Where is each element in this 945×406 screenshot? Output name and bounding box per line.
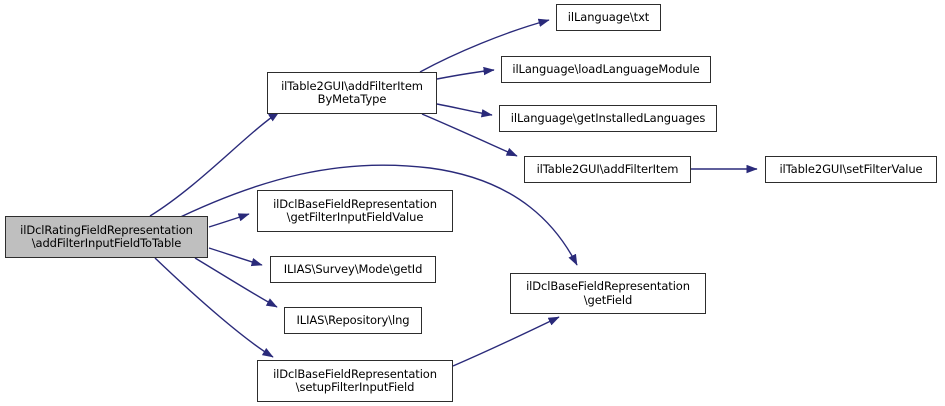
node-label-txt: ilLanguage\txt bbox=[567, 9, 650, 24]
edge-root-to-lng bbox=[194, 257, 278, 308]
edge-root-to-getFilterInputFieldValue bbox=[208, 213, 250, 228]
node-getFilterInputFieldValue[interactable]: ilDclBaseFieldRepresentation \getFilterI… bbox=[257, 190, 453, 232]
node-lng[interactable]: ILIAS\Repository\lng bbox=[284, 307, 422, 334]
node-label-getField: ilDclBaseFieldRepresentation \getField bbox=[526, 279, 690, 307]
node-label-setupFilterInputField: ilDclBaseFieldRepresentation \setupFilte… bbox=[273, 366, 437, 394]
node-getInstalledLanguages[interactable]: ilLanguage\getInstalledLanguages bbox=[499, 105, 717, 132]
node-label-getId: ILIAS\Survey\Mode\getId bbox=[283, 261, 423, 276]
edge-root-to-getId bbox=[208, 247, 263, 267]
node-label-addFilterItemByMetaType: ilTable2GUI\addFilterItem ByMetaType bbox=[281, 78, 423, 106]
node-getId[interactable]: ILIAS\Survey\Mode\getId bbox=[270, 256, 436, 283]
node-addFilterItemByMetaType[interactable]: ilTable2GUI\addFilterItem ByMetaType bbox=[267, 72, 437, 114]
node-getField[interactable]: ilDclBaseFieldRepresentation \getField bbox=[510, 273, 706, 314]
node-label-getInstalledLanguages: ilLanguage\getInstalledLanguages bbox=[510, 110, 706, 125]
node-addFilterItem[interactable]: ilTable2GUI\addFilterItem bbox=[524, 156, 691, 183]
node-setupFilterInputField[interactable]: ilDclBaseFieldRepresentation \setupFilte… bbox=[257, 360, 453, 402]
node-root[interactable]: ilDclRatingFieldRepresentation \addFilte… bbox=[5, 216, 208, 258]
node-label-root: ilDclRatingFieldRepresentation \addFilte… bbox=[20, 222, 193, 250]
node-setFilterValue[interactable]: ilTable2GUI\setFilterValue bbox=[765, 156, 937, 183]
node-label-getFilterInputFieldValue: ilDclBaseFieldRepresentation \getFilterI… bbox=[273, 196, 437, 224]
node-label-setFilterValue: ilTable2GUI\setFilterValue bbox=[779, 161, 923, 176]
node-txt[interactable]: ilLanguage\txt bbox=[556, 4, 661, 31]
edge-root-to-setupFilterInputField bbox=[154, 257, 274, 358]
edge-setupFilterInputField-to-getField bbox=[452, 316, 560, 367]
edge-addFilterItemByMetaType-to-loadLanguageModule bbox=[436, 66, 495, 80]
node-loadLanguageModule[interactable]: ilLanguage\loadLanguageModule bbox=[501, 56, 711, 83]
edge-addFilterItemByMetaType-to-getInstalledLanguages bbox=[436, 103, 493, 118]
node-label-addFilterItem: ilTable2GUI\addFilterItem bbox=[536, 161, 679, 176]
node-label-lng: ILIAS\Repository\lng bbox=[296, 312, 410, 327]
node-label-loadLanguageModule: ilLanguage\loadLanguageModule bbox=[512, 61, 700, 76]
